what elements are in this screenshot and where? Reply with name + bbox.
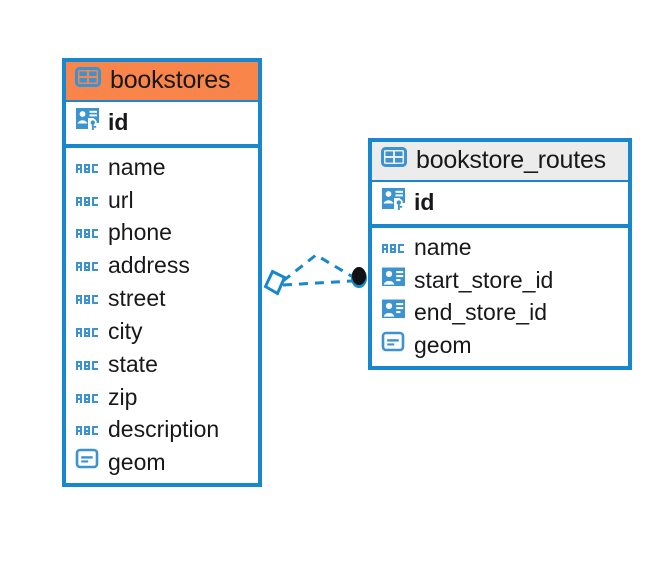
geometry-icon bbox=[75, 447, 100, 478]
field-row-start-store-id[interactable]: start_store_id bbox=[372, 264, 628, 297]
field-label: state bbox=[108, 350, 158, 377]
field-row-pk-id[interactable]: id bbox=[66, 102, 258, 144]
field-label: geom bbox=[108, 449, 166, 476]
field-label: zip bbox=[108, 383, 138, 410]
field-row-description[interactable]: description bbox=[66, 413, 258, 446]
table-icon bbox=[381, 146, 407, 175]
entity-header-bookstores[interactable]: bookstores bbox=[66, 62, 258, 100]
geometry-icon bbox=[381, 330, 406, 361]
table-icon bbox=[75, 66, 101, 95]
field-label: start_store_id bbox=[414, 266, 554, 293]
header-divider bbox=[372, 180, 628, 182]
text-abc-icon bbox=[75, 349, 100, 380]
text-abc-icon bbox=[75, 217, 100, 248]
text-abc-icon bbox=[75, 250, 100, 281]
field-label: street bbox=[108, 285, 166, 312]
primary-key-divider bbox=[66, 143, 258, 148]
field-row-street[interactable]: street bbox=[66, 282, 258, 315]
entity-table-bookstore-routes[interactable]: bookstore_routes id bbox=[368, 138, 632, 371]
field-list: name url bbox=[66, 148, 258, 483]
field-label: end_store_id bbox=[414, 299, 547, 326]
relationship-line-upper bbox=[282, 253, 354, 283]
header-divider bbox=[66, 100, 258, 102]
field-label: name bbox=[108, 153, 166, 180]
field-row-city[interactable]: city bbox=[66, 315, 258, 348]
primary-key-icon bbox=[75, 106, 100, 139]
field-row-url[interactable]: url bbox=[66, 184, 258, 217]
field-list: name start_store_id bbox=[372, 228, 628, 366]
field-label: city bbox=[108, 317, 143, 344]
field-label: description bbox=[108, 416, 220, 443]
field-label: name bbox=[414, 233, 472, 260]
field-row-end-store-id[interactable]: end_store_id bbox=[372, 296, 628, 329]
field-row-name[interactable]: name bbox=[66, 151, 258, 184]
filled-circle-marker bbox=[351, 267, 367, 288]
field-label: address bbox=[108, 252, 190, 279]
text-abc-icon bbox=[75, 283, 100, 314]
foreign-key-icon bbox=[381, 297, 406, 328]
text-abc-icon bbox=[75, 185, 100, 216]
field-row-state[interactable]: state bbox=[66, 348, 258, 381]
entity-name-label: bookstores bbox=[110, 66, 231, 94]
diamond-open-marker bbox=[263, 269, 287, 296]
field-label: url bbox=[108, 186, 134, 213]
text-abc-icon bbox=[75, 316, 100, 347]
entity-table-bookstores[interactable]: bookstores id bbox=[62, 58, 262, 487]
entity-header-bookstore-routes[interactable]: bookstore_routes bbox=[372, 142, 628, 180]
field-row-name[interactable]: name bbox=[372, 231, 628, 264]
field-label: phone bbox=[108, 219, 172, 246]
field-row-phone[interactable]: phone bbox=[66, 216, 258, 249]
foreign-key-icon bbox=[381, 265, 406, 296]
field-label: id bbox=[414, 189, 435, 215]
text-abc-icon bbox=[75, 382, 100, 413]
text-abc-icon bbox=[381, 232, 406, 263]
primary-key-icon bbox=[381, 186, 406, 219]
field-row-pk-id[interactable]: id bbox=[372, 182, 628, 224]
field-row-address[interactable]: address bbox=[66, 249, 258, 282]
text-abc-icon bbox=[75, 152, 100, 183]
text-abc-icon bbox=[75, 414, 100, 445]
field-label: id bbox=[108, 109, 129, 135]
field-row-geom[interactable]: geom bbox=[372, 329, 628, 362]
field-row-geom[interactable]: geom bbox=[66, 446, 258, 479]
primary-key-divider bbox=[372, 223, 628, 228]
field-label: geom bbox=[414, 332, 472, 359]
relationship-line-lower bbox=[282, 279, 353, 287]
field-row-zip[interactable]: zip bbox=[66, 381, 258, 414]
entity-name-label: bookstore_routes bbox=[416, 146, 606, 174]
